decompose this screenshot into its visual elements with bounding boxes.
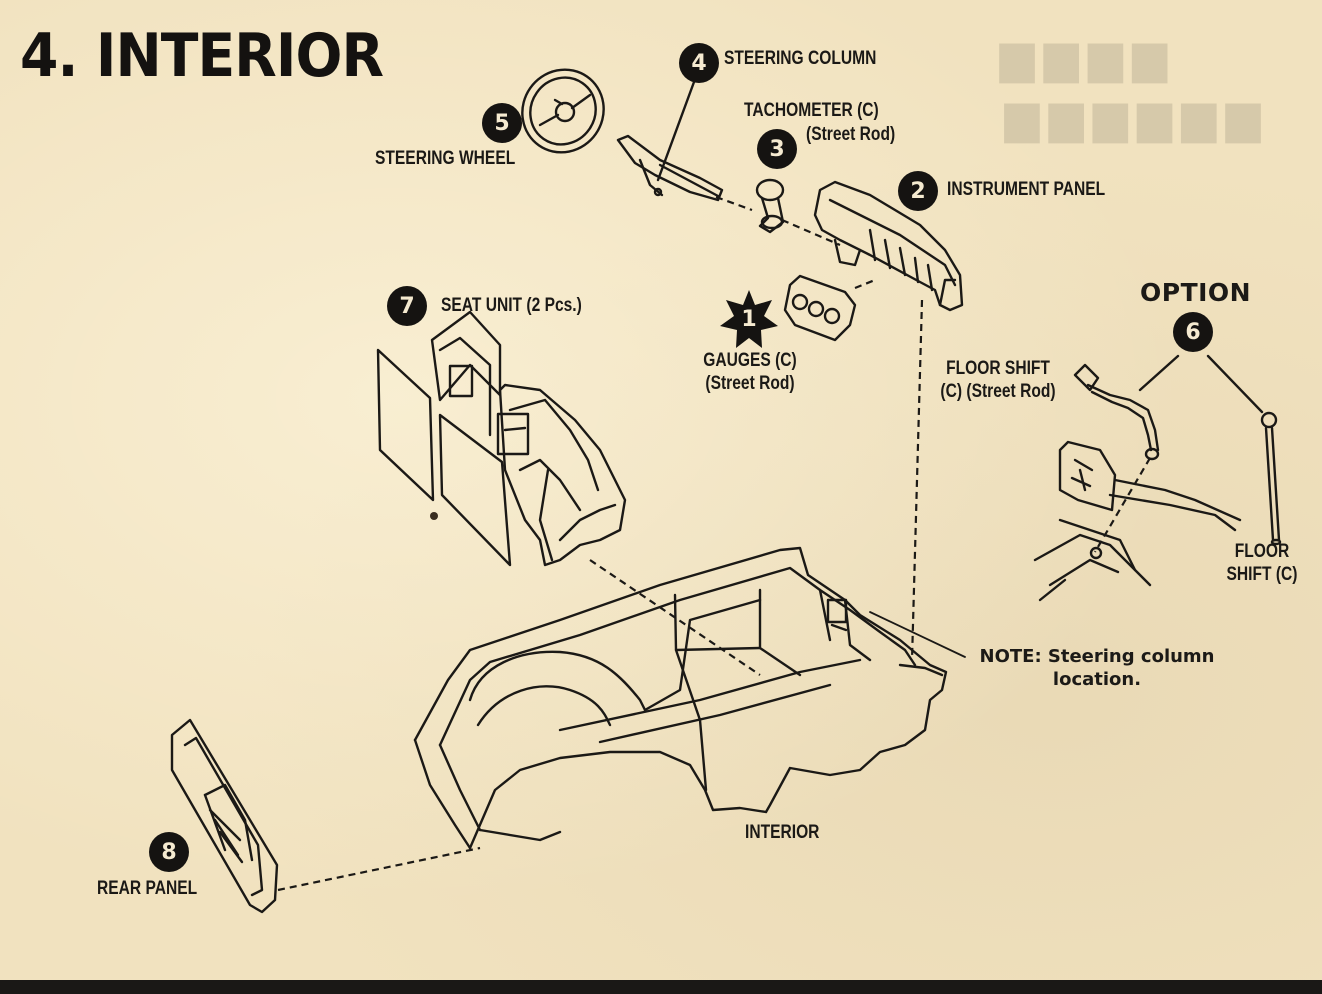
rear-panel-shape [170,718,279,914]
part-number-2: 2 [910,178,926,204]
part-number-3: 3 [769,136,785,162]
floor-shift-street-rod-shape [1073,363,1160,461]
floor-shift-stick-shape [1260,411,1282,546]
part-number-badge-4: 4 [679,43,719,83]
part-number-badge-2: 2 [898,171,938,211]
bottom-rule [0,980,1322,994]
steering-wheel-shape [521,68,605,154]
part-number-6: 6 [1185,319,1201,345]
page-title: 4. INTERIOR [20,21,384,91]
gauges-label-line2: (Street Rod) [705,372,795,394]
leader-opt-6a [1138,354,1180,392]
gauges-shape [783,274,857,342]
instrument-panel-label: INSTRUMENT PANEL [947,179,1106,200]
floor-shift-line1: FLOOR [1234,541,1290,562]
floor-shift-label: FLOOR SHIFT (C) [1221,541,1303,587]
note-text: NOTE: Steering column location. [966,646,1228,691]
interior-tub-shape [413,546,948,850]
bleed-through-text-2: ■■■■■■ [999,90,1266,150]
tachometer-label-line2: (Street Rod) [806,124,896,145]
seat-unit-shape [376,310,627,567]
steering-column-shape [616,134,724,202]
instrument-panel-shape [813,180,964,312]
part-number-5: 5 [494,110,510,136]
tachometer-label-line1: TACHOMETER (C) [744,100,879,121]
floor-shift-street-rod-line2: (C) (Street Rod) [940,380,1056,402]
floor-shift-street-rod-label: FLOOR SHIFT (C) (Street Rod) [932,358,1063,404]
part-number-7: 7 [399,293,415,319]
part-number-badge-5: 5 [482,103,522,143]
bleed-through-text: ■■■■ [994,30,1172,90]
part-number-badge-1: 1 [729,299,769,339]
star-burst-badge [720,290,778,348]
part-number-8: 8 [161,839,177,865]
note-line2: location. [1052,668,1142,690]
interior-label: INTERIOR [745,822,820,843]
part-number-badge-8: 8 [149,832,189,872]
seat-unit-label: SEAT UNIT (2 Pcs.) [441,295,582,316]
floor-shift-line2: SHIFT (C) [1226,563,1298,585]
leader-opt-6b [1206,354,1264,414]
leader-col-4 [656,80,696,182]
option-label: OPTION [1140,278,1252,307]
rear-panel-label: REAR PANEL [97,878,198,899]
gauges-label: GAUGES (C) (Street Rod) [701,350,799,396]
note-line1: NOTE: Steering column [979,646,1215,667]
gauges-label-line1: GAUGES (C) [703,350,797,371]
floor-detail-shape [1033,440,1242,602]
leader-note [869,611,966,658]
part-number-1: 1 [741,306,757,332]
ink-speck [430,512,438,520]
part-number-badge-3: 3 [757,129,797,169]
steering-wheel-label: STEERING WHEEL [375,148,516,169]
steering-column-label: STEERING COLUMN [724,48,877,69]
tachometer-shape [755,178,785,234]
part-number-badge-7: 7 [387,286,427,326]
part-number-badge-6: 6 [1173,312,1213,352]
floor-shift-street-rod-line1: FLOOR SHIFT [946,358,1050,379]
part-number-4: 4 [691,50,707,76]
